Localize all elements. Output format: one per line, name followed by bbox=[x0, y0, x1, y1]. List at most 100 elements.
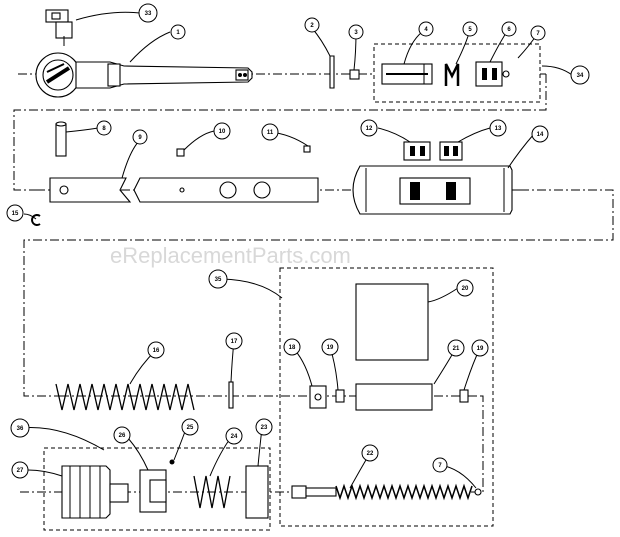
svg-text:12: 12 bbox=[366, 126, 373, 132]
svg-text:10: 10 bbox=[219, 129, 226, 135]
svg-text:2: 2 bbox=[310, 23, 314, 29]
part-1-ratchet-handle bbox=[35, 52, 253, 98]
part-7-ball bbox=[502, 70, 510, 78]
svg-text:20: 20 bbox=[462, 286, 469, 292]
part-26-hub bbox=[109, 469, 167, 513]
callout-18: 18 bbox=[283, 338, 301, 356]
part-6-pawl bbox=[475, 61, 503, 87]
svg-text:14: 14 bbox=[537, 132, 544, 138]
part-12-button bbox=[403, 141, 431, 161]
svg-text:3: 3 bbox=[354, 30, 358, 36]
callout-36: 36 bbox=[10, 418, 30, 438]
svg-text:36: 36 bbox=[17, 426, 24, 432]
svg-text:25: 25 bbox=[187, 425, 194, 431]
part-2-pin bbox=[329, 55, 335, 89]
part-8-roll-pin bbox=[55, 121, 67, 157]
svg-text:13: 13 bbox=[495, 126, 502, 132]
callout-7: 7 bbox=[530, 25, 546, 41]
callout-27: 27 bbox=[11, 461, 29, 479]
callout-2: 2 bbox=[304, 17, 320, 33]
svg-text:4: 4 bbox=[424, 27, 428, 33]
part-15-c-clip bbox=[31, 214, 41, 226]
part-4-sleeve bbox=[381, 63, 433, 85]
part-21-cylinder bbox=[355, 383, 433, 411]
svg-text:5: 5 bbox=[468, 27, 472, 33]
svg-text:23: 23 bbox=[261, 425, 268, 431]
callout-33: 33 bbox=[138, 3, 158, 23]
svg-text:15: 15 bbox=[12, 211, 19, 217]
callout-20: 20 bbox=[456, 279, 474, 297]
svg-text:26: 26 bbox=[119, 433, 126, 439]
svg-text:27: 27 bbox=[17, 468, 24, 474]
callout-25: 25 bbox=[181, 418, 199, 436]
part-7b-ball bbox=[474, 488, 482, 496]
svg-text:21: 21 bbox=[453, 346, 460, 352]
svg-text:34: 34 bbox=[577, 73, 584, 79]
callout-21: 21 bbox=[447, 339, 465, 357]
svg-text:22: 22 bbox=[367, 451, 374, 457]
centerlines bbox=[13, 73, 614, 493]
callout-7b: 7 bbox=[432, 457, 448, 473]
callout-10: 10 bbox=[213, 122, 231, 140]
callout-15: 15 bbox=[6, 204, 24, 222]
group-box-35 bbox=[279, 267, 494, 527]
callout-8: 8 bbox=[96, 120, 112, 136]
svg-text:9: 9 bbox=[138, 135, 142, 141]
svg-text:11: 11 bbox=[267, 130, 274, 136]
svg-text:33: 33 bbox=[145, 11, 152, 17]
callout-5: 5 bbox=[462, 21, 478, 37]
callout-12: 12 bbox=[360, 119, 378, 137]
part-33-reverse-knob bbox=[45, 9, 73, 46]
part-23-sleeve bbox=[245, 465, 269, 519]
svg-text:16: 16 bbox=[153, 348, 160, 354]
part-14-grip bbox=[352, 165, 513, 215]
part-9-bar bbox=[49, 177, 319, 203]
callout-6: 6 bbox=[501, 21, 517, 37]
callout-24: 24 bbox=[225, 427, 243, 445]
part-18-block bbox=[309, 385, 327, 409]
svg-text:18: 18 bbox=[289, 345, 296, 351]
part-19-collar bbox=[335, 389, 345, 403]
callout-1: 1 bbox=[170, 24, 186, 40]
group-box-36 bbox=[43, 447, 271, 531]
part-27-knob bbox=[61, 465, 111, 519]
part-3-block bbox=[349, 69, 360, 80]
callout-23: 23 bbox=[255, 418, 273, 436]
svg-text:6: 6 bbox=[507, 27, 511, 33]
callout-19b: 19 bbox=[471, 339, 489, 357]
callout-17: 17 bbox=[225, 332, 243, 350]
part-16-spring bbox=[55, 383, 195, 411]
svg-text:7: 7 bbox=[536, 31, 540, 37]
part-22-threaded-rod bbox=[291, 483, 473, 501]
svg-text:8: 8 bbox=[102, 126, 106, 132]
callout-14: 14 bbox=[531, 125, 549, 143]
callout-22: 22 bbox=[361, 444, 379, 462]
part-20-plate bbox=[355, 283, 429, 361]
part-5-spring-clip bbox=[444, 63, 460, 86]
svg-text:24: 24 bbox=[231, 434, 238, 440]
part-25-ball bbox=[169, 459, 175, 465]
callout-13: 13 bbox=[489, 119, 507, 137]
callout-16: 16 bbox=[147, 341, 165, 359]
callout-9: 9 bbox=[132, 129, 148, 145]
svg-text:35: 35 bbox=[215, 277, 222, 283]
callout-34: 34 bbox=[570, 65, 590, 85]
part-13-button bbox=[439, 141, 463, 161]
watermark: eReplacementParts.com bbox=[110, 243, 351, 268]
callout-3: 3 bbox=[348, 24, 364, 40]
callout-35: 35 bbox=[208, 269, 228, 289]
svg-text:17: 17 bbox=[231, 339, 238, 345]
svg-text:7: 7 bbox=[438, 463, 442, 469]
callout-19: 19 bbox=[321, 338, 339, 356]
callout-4: 4 bbox=[418, 21, 434, 37]
part-17-washer bbox=[228, 381, 234, 409]
svg-text:19: 19 bbox=[327, 345, 334, 351]
callout-11: 11 bbox=[261, 123, 279, 141]
part-10-clip bbox=[176, 148, 185, 157]
part-24-spring bbox=[193, 475, 231, 509]
callout-26: 26 bbox=[113, 426, 131, 444]
svg-text:1: 1 bbox=[176, 30, 180, 36]
svg-text:19: 19 bbox=[477, 346, 484, 352]
part-11-clip bbox=[303, 145, 311, 153]
